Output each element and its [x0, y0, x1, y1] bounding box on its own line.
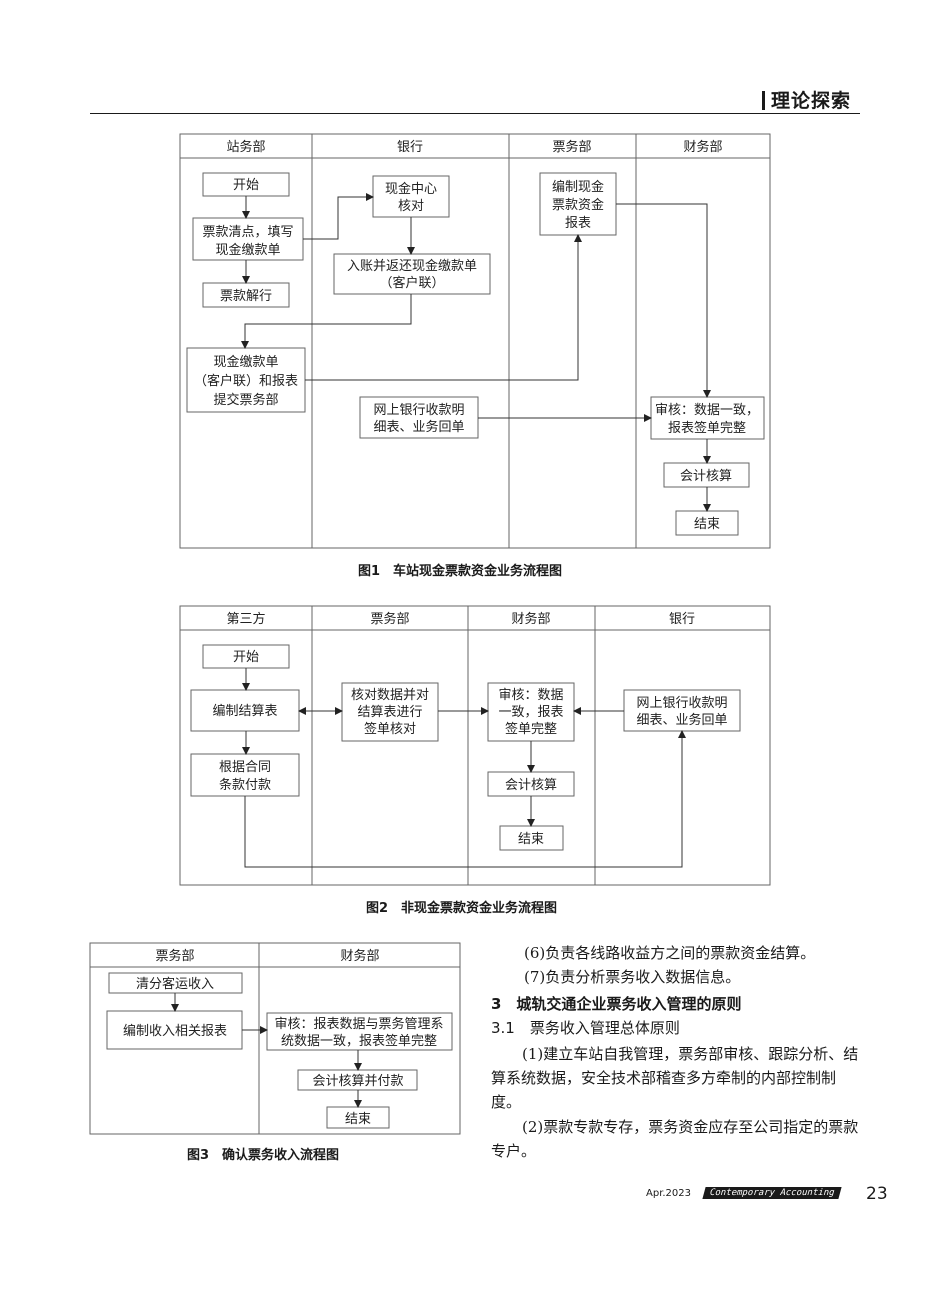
page-number: 23 [866, 1184, 888, 1204]
fig1-lane-station: 站务部 [226, 139, 265, 155]
fig2-text-compile: 编制结算表 [212, 704, 277, 719]
fig2-lane-bank: 银行 [669, 612, 695, 627]
figure3 [89, 942, 461, 1135]
fig2-text-audit-3: 签单完整 [505, 721, 557, 737]
body-item-6: (6)负责各线路收益方之间的票款资金结算。 [524, 944, 816, 962]
fig2-box-online-bank [623, 689, 741, 732]
fig1-box-audit [650, 396, 765, 440]
fig2-frame [179, 605, 771, 886]
fig2-text-end: 结束 [518, 832, 544, 847]
fig1-text-submit-3: 提交票务部 [213, 392, 278, 408]
fig3-text-end: 结束 [345, 1112, 371, 1127]
fig2-lane-finance: 财务部 [511, 611, 550, 627]
fig1-text-submit-2: （客户联）和报表 [194, 373, 298, 389]
fig1-lane-ticketing: 票务部 [552, 139, 591, 155]
fig3-box-audit [266, 1012, 453, 1051]
fig1-text-return-2: （客户联） [379, 275, 444, 291]
fig2-box-pay [190, 753, 300, 797]
heading-3: 3 城轨交通企业票务收入管理的原则 [491, 995, 742, 1013]
fig1-text-deposit: 票款解行 [220, 289, 272, 304]
fig2-text-audit-2: 一致，报表 [498, 705, 563, 720]
heading-3-1: 3.1 票务收入管理总体原则 [491, 1019, 680, 1037]
body-para-1: (1)建立车站自我管理，票务部审核、跟踪分析、结算系统数据，安全技术部稽查多方牵… [491, 1045, 859, 1111]
fig1-text-accounting: 会计核算 [680, 469, 732, 484]
fig3-text-audit-1: 审核：报表数据与票务管理系 [274, 1016, 443, 1032]
fig3-text-audit-2: 统数据一致，报表签单完整 [281, 1033, 437, 1049]
fig1-box-online-bank [359, 396, 479, 439]
fig1-text-audit-2: 报表签单完整 [668, 420, 746, 436]
header-bar [762, 91, 765, 110]
fig1-frame [179, 133, 771, 549]
section-title: 理论探索 [771, 90, 852, 112]
body-item-7: (7)负责分析票务收入数据信息。 [524, 968, 741, 986]
fig2-box-audit [487, 682, 575, 742]
fig2-text-accounting: 会计核算 [505, 778, 557, 793]
fig1-lane-bank: 银行 [397, 140, 423, 155]
fig1-text-end: 结束 [694, 517, 720, 532]
fig2-box-end [499, 825, 564, 851]
fig1-text-compile-2: 票款资金 [552, 197, 604, 213]
fig3-text-sort: 清分客运收入 [136, 976, 214, 992]
fig1-box-submit [186, 347, 306, 413]
fig1-text-cash-center-1: 现金中心 [385, 181, 437, 197]
fig1-text-return-1: 入账并返还现金缴款单 [347, 258, 477, 274]
figure2-caption: 图2 非现金票款资金业务流程图 [366, 901, 558, 916]
fig2-text-audit-1: 审核：数据 [498, 688, 563, 703]
footer-date: Apr.2023 [646, 1188, 692, 1199]
header-rule [90, 113, 860, 114]
fig3-box-compile [106, 1010, 243, 1050]
fig2-text-online-bank-2: 细表、业务回单 [636, 712, 727, 728]
fig3-text-accounting: 会计核算并付款 [312, 1074, 403, 1089]
body-para-2: (2)票款专款专存，票务资金应存至公司指定的票款专户。 [491, 1118, 859, 1160]
fig3-frame [89, 942, 461, 1135]
fig2-text-start: 开始 [233, 650, 259, 665]
fig1-text-submit-1: 现金缴款单 [213, 354, 278, 370]
fig1-text-cash-center-2: 核对 [398, 199, 424, 214]
figure3-caption: 图3 确认票务收入流程图 [187, 1148, 340, 1163]
fig1-text-compile-1: 编制现金 [552, 179, 604, 195]
figure1-caption: 图1 车站现金票款资金业务流程图 [358, 564, 563, 579]
fig3-lane-finance: 财务部 [340, 948, 379, 964]
fig2-lane-third-party: 第三方 [226, 611, 265, 627]
fig2-text-online-bank-1: 网上银行收款明 [636, 696, 727, 711]
fig1-box-return [333, 253, 491, 295]
fig1-lane-finance: 财务部 [683, 139, 722, 155]
fig2-text-pay-2: 条款付款 [219, 777, 271, 793]
fig3-lane-ticketing: 票务部 [155, 948, 194, 964]
fig1-box-count [192, 217, 304, 261]
fig1-box-deposit [202, 282, 290, 308]
fig2-lane-ticketing: 票务部 [370, 611, 409, 627]
footer-journal: Contemporary Accounting [702, 1187, 842, 1199]
figure2 [179, 605, 771, 886]
fig3-text-compile: 编制收入相关报表 [123, 1024, 227, 1039]
fig1-text-audit-1: 审核：数据一致， [655, 403, 759, 418]
fig2-text-verify-1: 核对数据并对 [351, 688, 429, 703]
fig1-text-online-bank-2: 细表、业务回单 [373, 419, 464, 435]
fig1-text-compile-3: 报表 [565, 216, 591, 231]
section-header: 理论探索 [762, 86, 851, 113]
fig2-box-verify [341, 682, 439, 742]
fig2-text-verify-2: 结算表进行 [357, 705, 422, 720]
figure1 [179, 133, 771, 549]
fig1-text-start: 开始 [233, 178, 259, 193]
fig2-text-pay-1: 根据合同 [219, 760, 271, 775]
fig2-text-verify-3: 签单核对 [364, 721, 416, 737]
fig1-text-count-1: 票款清点，填写 [202, 225, 293, 240]
fig1-text-count-2: 现金缴款单 [215, 242, 280, 258]
fig1-text-online-bank-1: 网上银行收款明 [373, 403, 464, 418]
